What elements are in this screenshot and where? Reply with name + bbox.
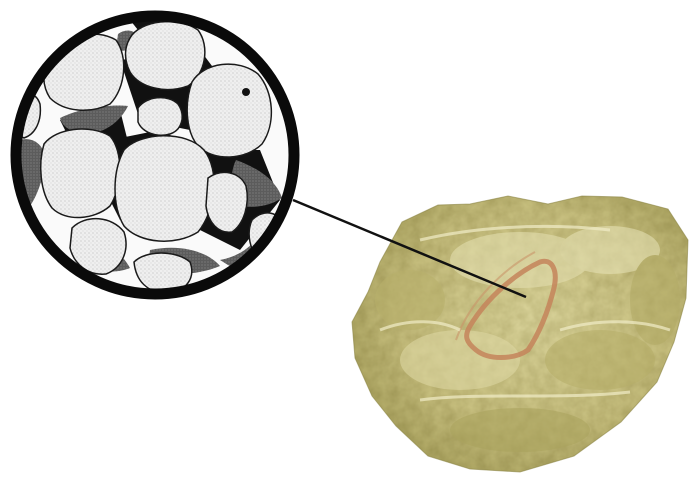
grain: [115, 136, 214, 241]
grain: [206, 172, 247, 232]
grain: [44, 34, 124, 110]
rock-specimen: [352, 196, 688, 472]
magnified-view: [10, 10, 310, 310]
grain: [138, 98, 182, 136]
grain: [41, 129, 120, 218]
grain: [187, 64, 271, 157]
